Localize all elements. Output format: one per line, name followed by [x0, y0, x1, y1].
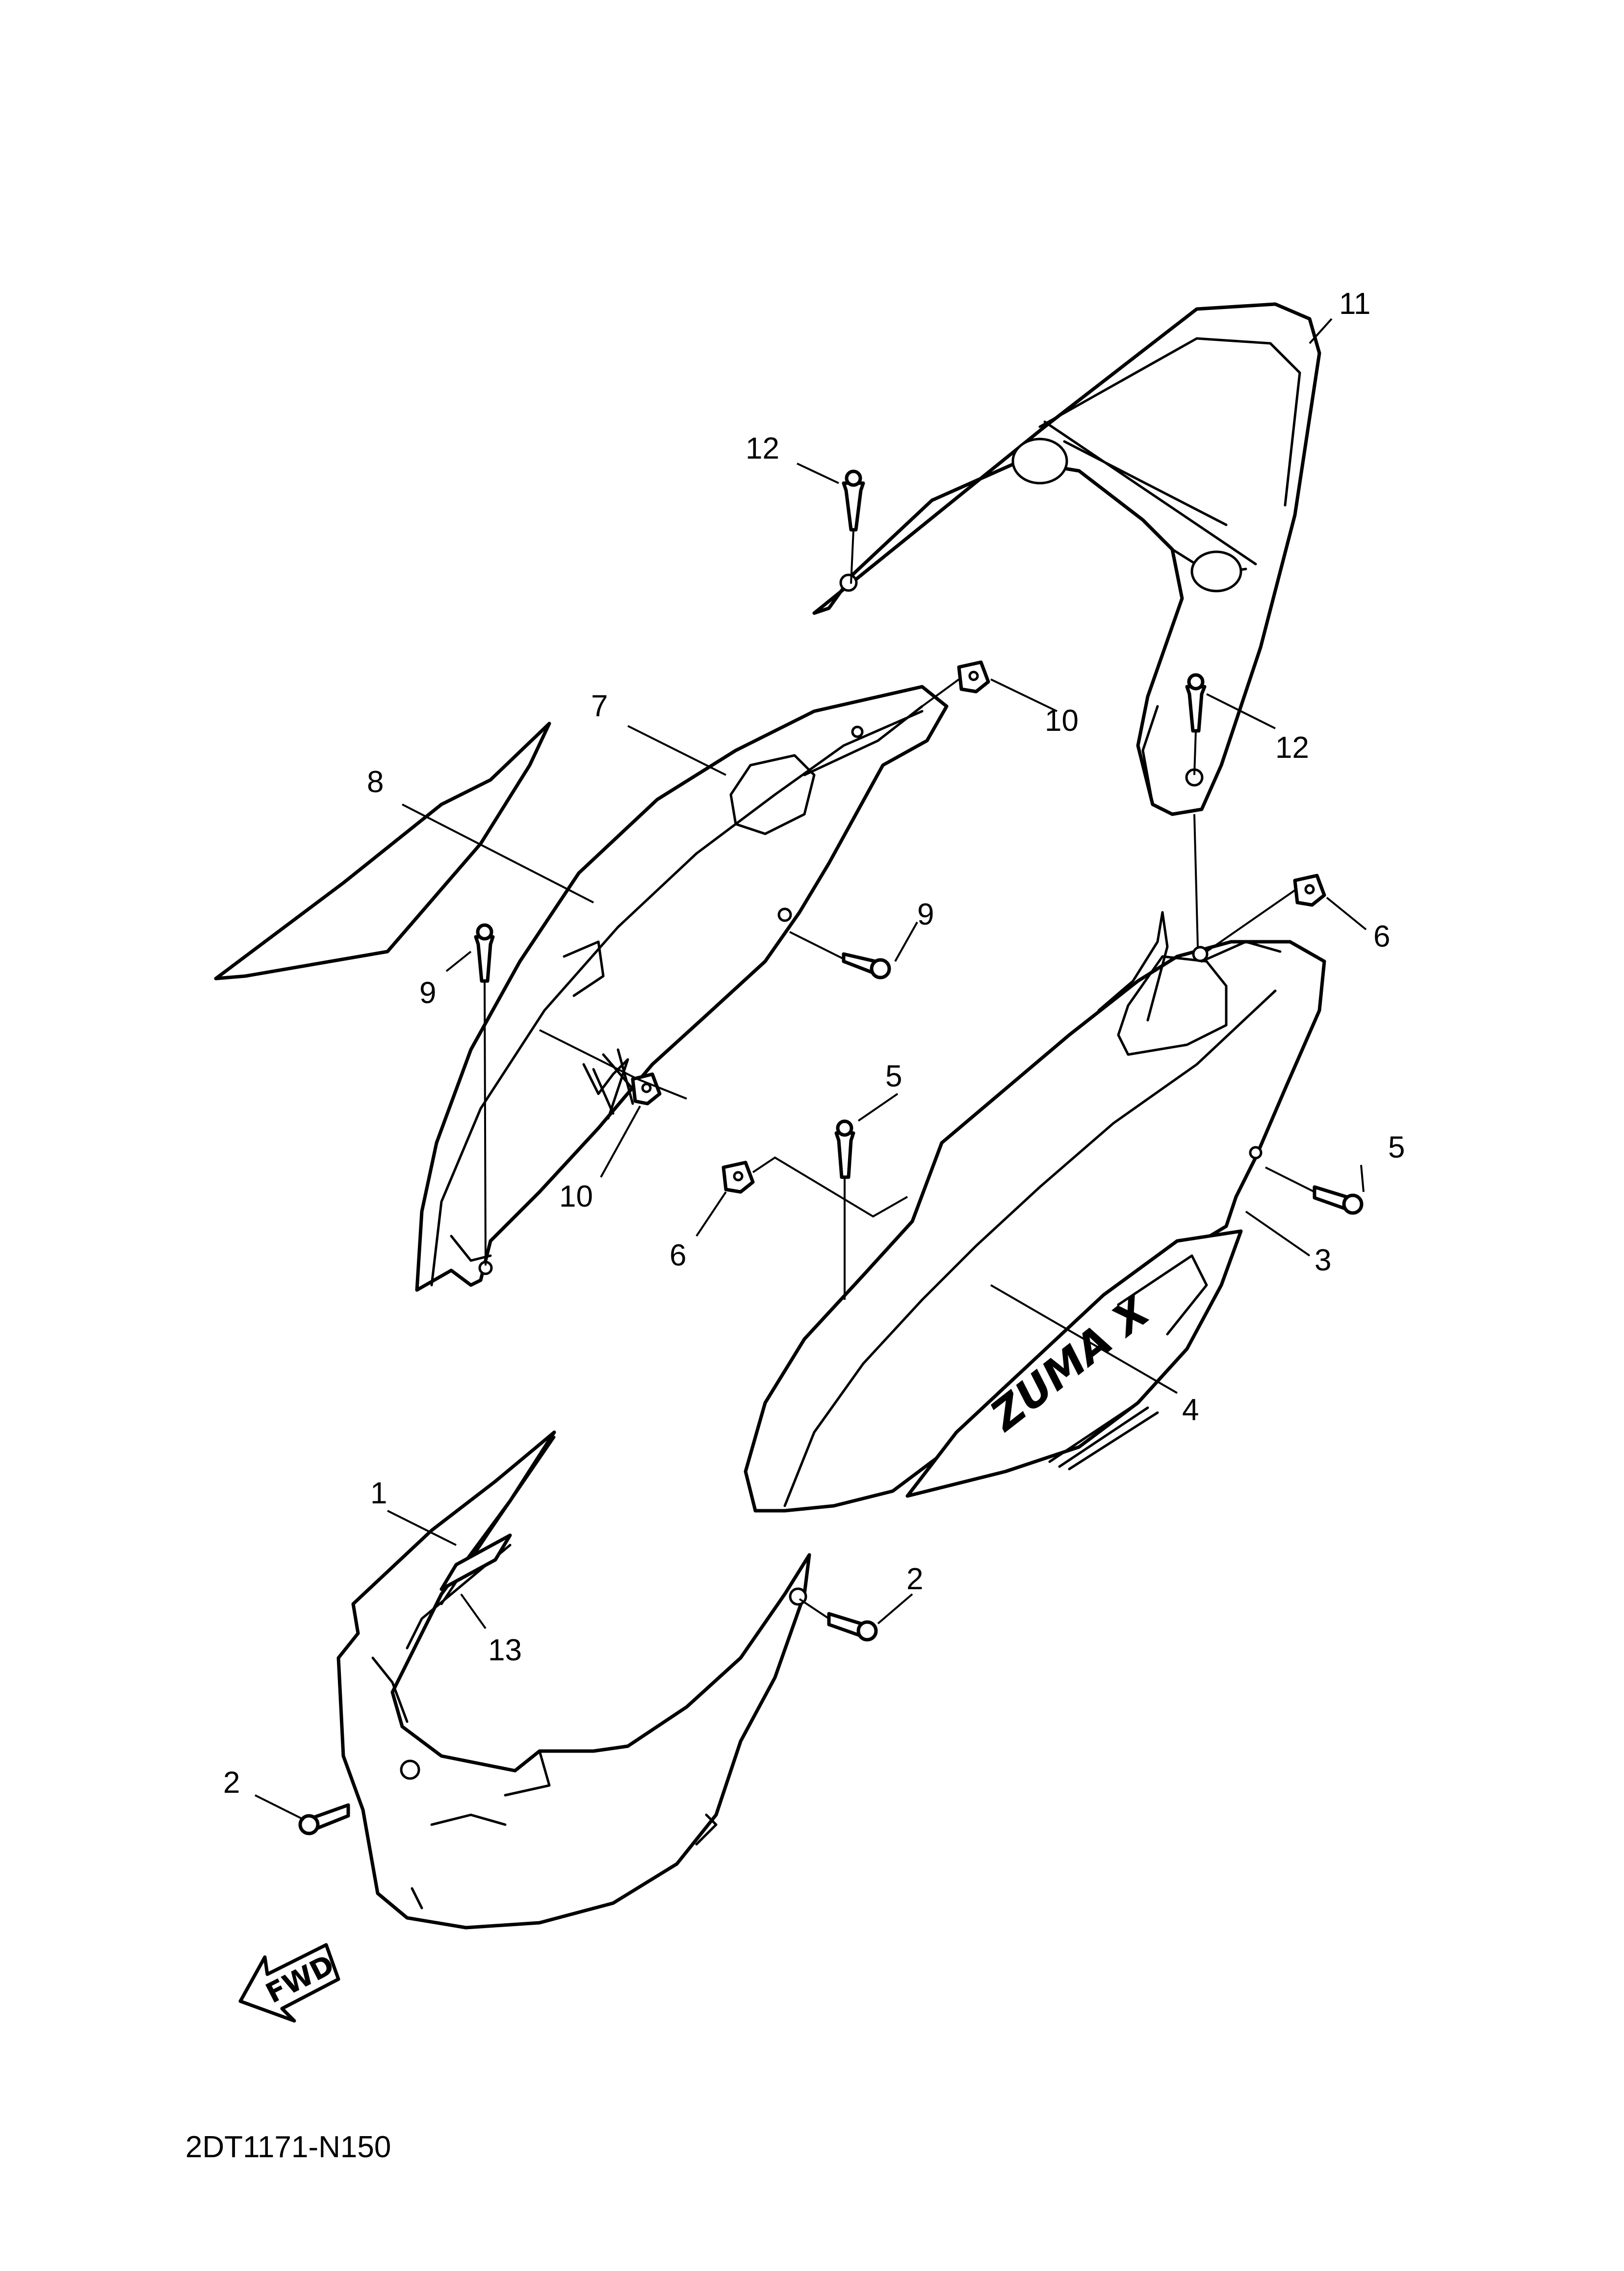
callout-12-upper: 12: [746, 432, 779, 465]
forward-arrow-icon: FWD: [238, 1943, 340, 2023]
callout-6-lower: 6: [670, 1239, 686, 1272]
callout-9-left: 9: [419, 976, 436, 1010]
lower-cover-hole: [400, 1759, 420, 1780]
side-cover-hole: [1192, 946, 1209, 962]
callout-2-left: 2: [223, 1766, 240, 1800]
inner-cover-hole: [777, 907, 792, 922]
clip-10-lower: [631, 1072, 662, 1106]
clip-6-lower-assembly-line: [752, 1156, 908, 1218]
callout-2-right: 2: [906, 1562, 923, 1596]
callout-13: 13: [488, 1633, 522, 1667]
screw-12-lower-axis: [1193, 730, 1197, 775]
grab-bar-mount-hole: [1011, 438, 1068, 485]
screw-12-upper-axis: [850, 529, 854, 584]
screw-5-right-assembly-line: [1265, 1166, 1315, 1193]
screw-5-right: [1313, 1185, 1364, 1215]
callout-12-lower: 12: [1275, 731, 1309, 765]
clip-10-upper-assembly-line: [921, 678, 960, 707]
screw-2-right-assembly-line: [799, 1598, 830, 1620]
clip-6-upper-assembly-line: [1206, 889, 1296, 953]
grab-bar-to-cover-axis: [1193, 814, 1199, 947]
screw-9-right-assembly-line: [789, 931, 844, 960]
part-3-side-cover: [744, 911, 1326, 1513]
clip-10-upper: [957, 660, 990, 694]
callout-1: 1: [370, 1476, 387, 1510]
part-8-decal: [214, 722, 551, 981]
callout-5-right: 5: [1388, 1131, 1405, 1164]
clip-6-lower: [722, 1161, 755, 1194]
callout-4: 4: [1182, 1393, 1199, 1427]
inner-cover-hole: [851, 725, 864, 738]
callout-3: 3: [1315, 1243, 1331, 1277]
clip-6-upper: [1293, 874, 1326, 907]
screw-9-left-axis: [484, 981, 487, 1266]
callout-11: 11: [1339, 287, 1370, 321]
callout-9-right: 9: [917, 898, 934, 931]
callout-8: 8: [367, 765, 384, 799]
grab-bar-bolt-hole: [839, 573, 858, 592]
part-13-label: [439, 1533, 512, 1591]
callout-5-left: 5: [885, 1059, 902, 1093]
callout-10-upper: 10: [1045, 704, 1079, 738]
callout-7: 7: [591, 689, 608, 723]
callout-6-upper: 6: [1373, 920, 1390, 954]
part-1-lower-cover: [336, 1430, 811, 1930]
part-7-inner-cover: [415, 685, 949, 1292]
drawing-code: 2DT1171-N150: [185, 2130, 391, 2164]
side-cover-hole: [1249, 1146, 1263, 1160]
screw-9-right: [842, 952, 891, 980]
screw-12-lower: [1185, 673, 1207, 733]
screw-12-upper: [842, 469, 865, 532]
screw-9-left: [474, 923, 495, 983]
screw-2-right: [827, 1612, 878, 1642]
screw-2-left: [298, 1803, 350, 1835]
screw-5-left: [834, 1119, 855, 1179]
callout-10-lower: 10: [559, 1180, 593, 1213]
grab-bar-mount-hole: [1190, 550, 1242, 593]
callout-leader-lines: [255, 318, 1367, 1821]
clip-10-lower-assembly-line: [539, 1029, 687, 1100]
